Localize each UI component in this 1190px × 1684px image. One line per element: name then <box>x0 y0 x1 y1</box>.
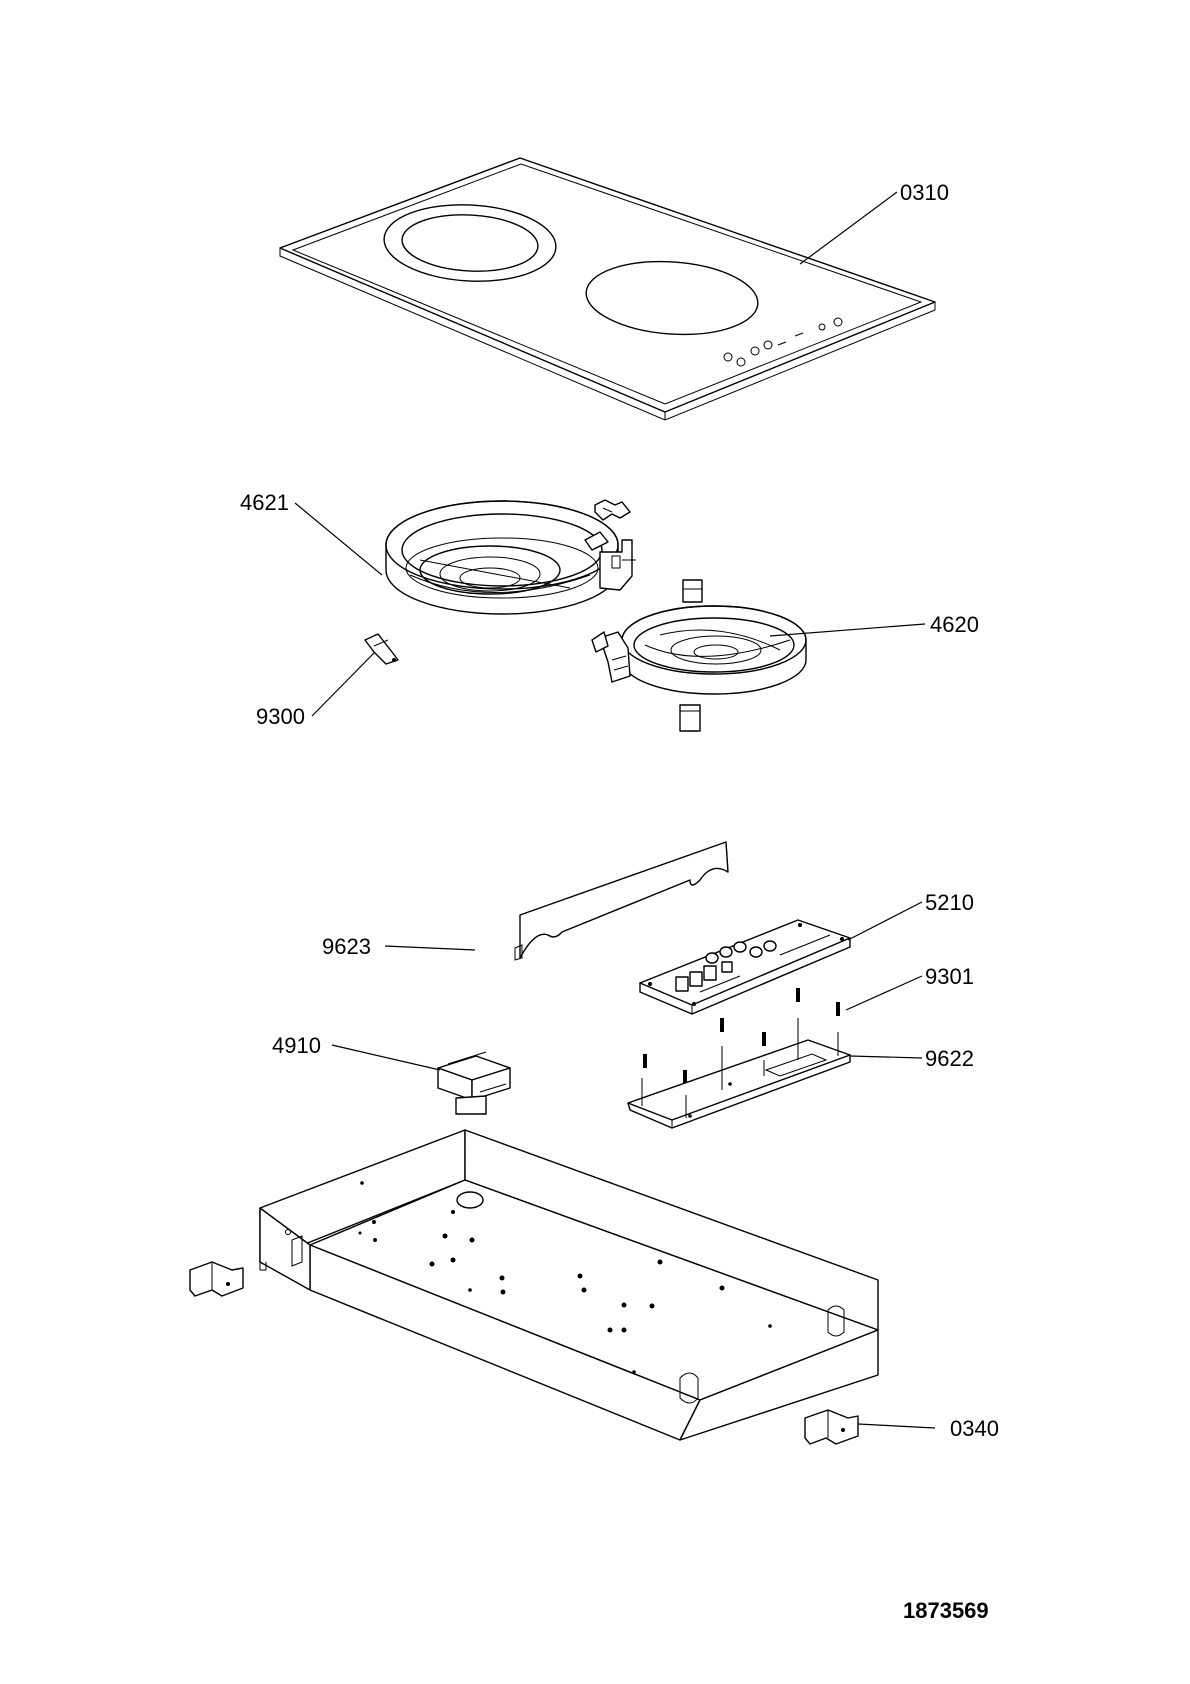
terminal-block-part <box>437 1051 511 1115</box>
label-9623: 9623 <box>322 934 371 959</box>
label-4621: 4621 <box>240 490 289 515</box>
leader-9301 <box>845 975 923 1011</box>
bracket-top <box>594 499 631 521</box>
leader-9300 <box>311 651 376 717</box>
label-0310: 0310 <box>900 180 949 205</box>
mounting-bracket-left <box>189 1261 244 1297</box>
part-number-labels: 0310 4621 4620 9300 9623 5210 9301 4910 … <box>240 180 999 1441</box>
electronic-board-part <box>639 919 851 1015</box>
leader-0340 <box>857 1423 936 1429</box>
label-9622: 9622 <box>925 1046 974 1071</box>
leader-0310 <box>799 191 898 265</box>
clip-upper <box>682 579 703 603</box>
leader-4620 <box>769 623 926 637</box>
leader-lines <box>294 191 936 1429</box>
glass-cooktop-part <box>279 157 936 421</box>
board-support-part <box>627 1018 851 1129</box>
shield-plate-part <box>514 841 729 961</box>
label-4620: 4620 <box>930 612 979 637</box>
leader-4621 <box>294 502 383 576</box>
leader-9622 <box>849 1055 923 1059</box>
label-9300: 9300 <box>256 704 305 729</box>
label-9301: 9301 <box>925 964 974 989</box>
leader-9623 <box>384 945 476 951</box>
bottom-housing-part <box>259 1129 879 1441</box>
label-0340: 0340 <box>950 1416 999 1441</box>
touch-control-symbols <box>723 317 843 367</box>
spacer-pins <box>643 988 840 1084</box>
board-components <box>648 923 844 1006</box>
clip-9300-part <box>364 633 399 665</box>
housing-holes <box>358 1181 772 1374</box>
leader-5210 <box>847 901 923 941</box>
clip-lower <box>679 704 701 732</box>
mounting-bracket-0340-part <box>804 1409 859 1445</box>
leader-4910 <box>331 1044 441 1071</box>
label-5210: 5210 <box>925 890 974 915</box>
small-radiant-heater-part <box>591 605 807 695</box>
label-4910: 4910 <box>272 1033 321 1058</box>
document-number: 1873569 <box>903 1598 989 1623</box>
large-radiant-heater-part <box>385 500 636 615</box>
